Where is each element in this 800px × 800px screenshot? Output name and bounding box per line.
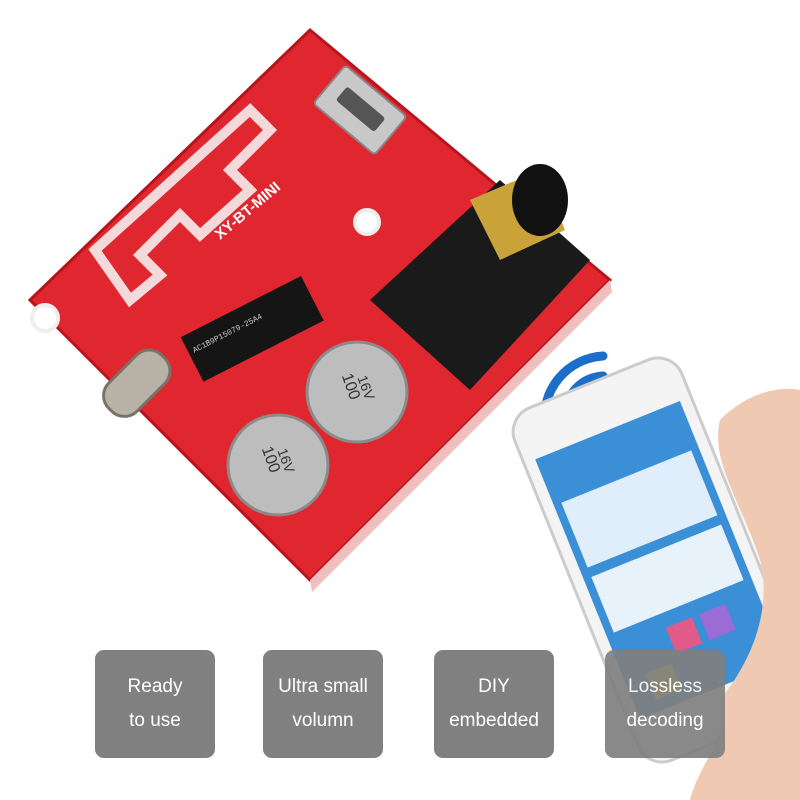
- decoder-chip: AC1B9P15079-25A4: [180, 275, 324, 382]
- feature-label: volumn: [292, 710, 354, 731]
- audio-jack: [370, 164, 590, 390]
- hand: [690, 388, 800, 800]
- feature-badge-lossless-decoding: Lossless decoding: [605, 650, 725, 758]
- mounting-hole: [30, 303, 60, 333]
- capacitor: 100 16V: [305, 340, 409, 444]
- antenna-trace: [88, 103, 278, 308]
- micro-usb-port: [313, 65, 407, 155]
- capacitor: 100 16V: [226, 413, 330, 517]
- feature-label: Ultra small: [278, 676, 368, 697]
- feature-label: embedded: [449, 710, 539, 731]
- feature-badge-ultra-small: Ultra small volumn: [263, 650, 383, 758]
- feature-badge-diy-embedded: DIY embedded: [434, 650, 554, 758]
- mounting-hole: [353, 208, 381, 236]
- feature-label: Lossless: [628, 676, 702, 697]
- smartphone: [511, 356, 800, 764]
- crystal-oscillator: [102, 348, 172, 418]
- feature-badge-ready-to-use: Ready to use: [95, 650, 215, 758]
- feature-label: decoding: [626, 710, 704, 731]
- feature-label: DIY: [478, 676, 510, 697]
- feature-label: to use: [129, 710, 181, 731]
- bluetooth-audio-board: AC1B9P15079-25A4 100 16V 100 16V XY-BT-M…: [27, 27, 613, 592]
- feature-label: Ready: [127, 676, 183, 697]
